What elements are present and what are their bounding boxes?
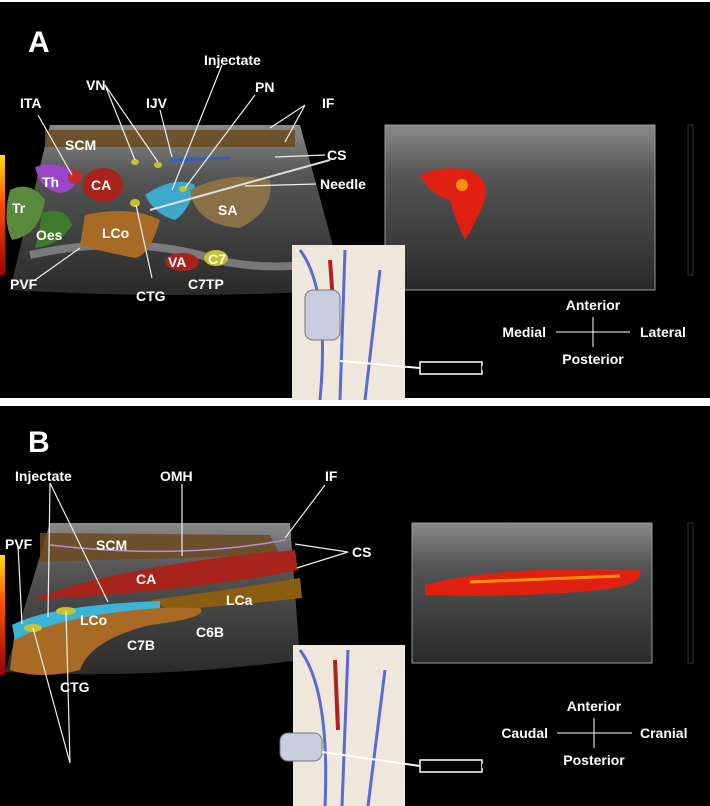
orientation-top: Anterior [567, 698, 622, 714]
oes-region [35, 210, 72, 248]
label-tr: Tr [12, 200, 26, 216]
c7-region [204, 250, 228, 266]
label-ctg: CTG [60, 679, 90, 695]
ca-region [30, 550, 298, 600]
label-oes: Oes [36, 227, 63, 243]
injectate-region [12, 601, 160, 640]
probe-icon [279, 732, 323, 762]
needle-line [149, 159, 331, 211]
label-cs: CS [352, 544, 371, 560]
leader-lines [17, 482, 349, 764]
label-ita: ITA [20, 95, 42, 111]
orientation-top: Anterior [566, 297, 621, 313]
panel-a-letter: A [28, 26, 50, 59]
label-if: IF [322, 95, 335, 111]
label-needle: Needle [320, 176, 366, 192]
panel-a: A Injectate VN IJV PN ITA IF SCM CS Th C… [0, 2, 710, 401]
panel-b-letter: B [28, 426, 50, 459]
label-c7b: C7B [127, 637, 155, 653]
label-scm: SCM [65, 137, 96, 153]
leader-lines [34, 64, 326, 281]
label-pvf: PVF [5, 536, 33, 552]
label-va: VA [168, 254, 186, 270]
label-injectate: Injectate [15, 468, 72, 484]
syringe-icon [321, 751, 498, 774]
lco-region [10, 607, 202, 675]
label-ca: CA [136, 571, 156, 587]
label-omh: OMH [160, 468, 193, 484]
orientation-left: Caudal [501, 725, 548, 741]
label-pvf: PVF [10, 276, 38, 292]
color-scale-bar [0, 155, 5, 275]
sa-region [190, 176, 271, 228]
th-region [35, 164, 76, 193]
label-pn: PN [255, 79, 274, 95]
label-ctg: CTG [136, 288, 166, 304]
doppler-flow [425, 569, 641, 596]
label-c7: C7 [208, 251, 226, 267]
label-ijv: IJV [146, 95, 168, 111]
label-lco: LCo [80, 612, 107, 628]
ijv-region [169, 156, 231, 162]
syringe-icon [339, 360, 498, 376]
label-ca: CA [91, 177, 111, 193]
label-sa: SA [218, 202, 237, 218]
lca-region [150, 578, 302, 610]
orientation-bottom: Posterior [562, 351, 624, 367]
label-th: Th [42, 174, 59, 190]
orientation-right: Lateral [640, 324, 686, 340]
orientation-bottom: Posterior [563, 752, 625, 768]
scm-region [45, 130, 295, 147]
label-scm: SCM [96, 537, 127, 553]
label-lco: LCo [102, 225, 129, 241]
tr-region [6, 186, 46, 240]
label-vn: VN [86, 77, 105, 93]
probe-icon [304, 289, 341, 341]
color-scale-bar [0, 555, 5, 675]
label-lca: LCa [226, 592, 253, 608]
label-c7tp: C7TP [188, 276, 224, 292]
label-cs: CS [327, 147, 346, 163]
doppler-flow [420, 168, 486, 240]
scm-region [40, 533, 280, 562]
label-injectate: Injectate [204, 52, 261, 68]
bone-echo [29, 241, 341, 271]
orientation-cross-a: Anterior Posterior Medial Lateral [502, 297, 686, 367]
panel-b: B Injectate OMH IF PVF SCM CS CA LCa LCo… [0, 406, 710, 806]
doppler-image-a [385, 125, 655, 290]
ca-region [83, 168, 123, 202]
va-region [165, 253, 199, 271]
label-if: IF [325, 468, 338, 484]
orientation-right: Cranial [640, 725, 687, 741]
orientation-left: Medial [502, 324, 546, 340]
orientation-cross-b: Anterior Posterior Caudal Cranial [501, 698, 687, 768]
label-c6b: C6B [196, 624, 224, 640]
